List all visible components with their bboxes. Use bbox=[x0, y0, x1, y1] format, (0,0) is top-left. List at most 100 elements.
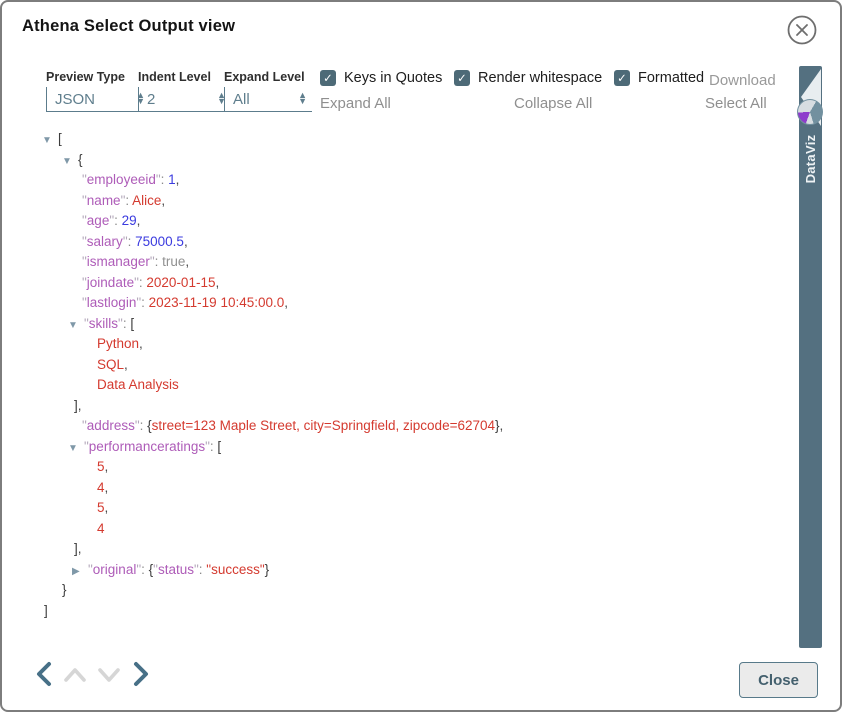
bracket: { bbox=[78, 151, 83, 167]
stepper-icon[interactable]: ▲▼ bbox=[136, 90, 145, 106]
checkbox-checked-icon[interactable]: ✓ bbox=[614, 70, 630, 86]
tree-line: "ismanager": true, bbox=[2, 252, 782, 273]
colon: : bbox=[209, 438, 218, 454]
colon: : bbox=[122, 315, 131, 331]
quote: " bbox=[118, 315, 123, 331]
quote: " bbox=[109, 213, 115, 228]
quote: " bbox=[155, 172, 161, 187]
close-icon[interactable] bbox=[785, 13, 819, 47]
colon: : bbox=[138, 274, 147, 290]
expand-level-select[interactable]: All ▲▼ bbox=[224, 87, 312, 112]
quote: " bbox=[82, 274, 87, 290]
quote: " bbox=[82, 418, 87, 433]
json-string: 5 bbox=[97, 500, 105, 515]
colon: : bbox=[139, 418, 148, 433]
bracket: { bbox=[148, 561, 154, 577]
colon: : bbox=[114, 213, 122, 228]
render-whitespace-option[interactable]: ✓ Render whitespace bbox=[454, 70, 602, 86]
render-whitespace-label: Render whitespace bbox=[478, 70, 603, 86]
tree-line: 5, bbox=[2, 457, 782, 478]
tree-line: ▼"performanceratings": [ bbox=[2, 437, 782, 458]
tree-line: 4, bbox=[2, 478, 782, 499]
bracket: ] bbox=[44, 602, 48, 618]
quote: " bbox=[134, 274, 139, 290]
quote: " bbox=[82, 233, 87, 249]
comma: , bbox=[136, 213, 141, 228]
chevron-left-icon[interactable] bbox=[33, 660, 55, 688]
formatted-option[interactable]: ✓ Formatted bbox=[614, 70, 704, 86]
tree-line: "name": Alice, bbox=[2, 191, 782, 212]
comma: , bbox=[77, 541, 82, 556]
chevron-up-icon[interactable] bbox=[62, 664, 88, 686]
stepper-icon[interactable]: ▲▼ bbox=[217, 90, 226, 106]
indent-level-select[interactable]: 2 ▲▼ bbox=[138, 87, 231, 112]
quote: " bbox=[82, 295, 87, 310]
expand-toggle-icon[interactable]: ▶ bbox=[72, 565, 80, 577]
colon: : bbox=[160, 172, 169, 187]
preview-type-select[interactable]: JSON ▲▼ bbox=[46, 87, 150, 112]
quote: " bbox=[82, 172, 87, 187]
expand-level-select-group: Expand Level All ▲▼ bbox=[224, 70, 312, 112]
tree-line: "address": {street=123 Maple Street, cit… bbox=[2, 416, 782, 437]
json-key: performanceratings bbox=[88, 438, 206, 454]
json-string: 4 bbox=[97, 520, 105, 536]
colon: : bbox=[154, 254, 163, 269]
expand-all-link[interactable]: Expand All bbox=[320, 95, 391, 112]
json-string: "success" bbox=[206, 561, 265, 577]
json-key: age bbox=[86, 213, 110, 228]
tree-line: ▼[ bbox=[2, 129, 782, 150]
checkbox-checked-icon[interactable]: ✓ bbox=[320, 70, 336, 86]
json-tree: ▼[▼{"employeeid": 1,"name": Alice,"age":… bbox=[2, 129, 782, 621]
pie-chart-icon bbox=[797, 99, 823, 125]
tree-line: "lastlogin": 2023-11-19 10:45:00.0, bbox=[2, 293, 782, 314]
tree-line: "age": 29, bbox=[2, 211, 782, 232]
stepper-icon[interactable]: ▲▼ bbox=[298, 90, 307, 106]
quote: " bbox=[120, 192, 126, 208]
json-key: joindate bbox=[86, 274, 135, 290]
dataviz-tab-label: DataViz bbox=[802, 134, 818, 184]
dataviz-tab[interactable]: DataViz bbox=[797, 66, 823, 648]
chevron-down-icon[interactable] bbox=[96, 664, 122, 686]
comma: , bbox=[185, 254, 190, 269]
collapse-toggle-icon[interactable]: ▼ bbox=[62, 155, 72, 167]
json-string: Data Analysis bbox=[97, 377, 179, 392]
json-string: 2023-11-19 10:45:00.0 bbox=[148, 295, 285, 310]
collapse-toggle-icon[interactable]: ▼ bbox=[68, 319, 78, 331]
json-string: 2020-01-15 bbox=[146, 274, 216, 290]
download-link[interactable]: Download bbox=[709, 72, 776, 89]
json-key: salary bbox=[86, 233, 123, 249]
checkbox-checked-icon[interactable]: ✓ bbox=[454, 70, 470, 86]
collapse-toggle-icon[interactable]: ▼ bbox=[68, 442, 78, 454]
quote: " bbox=[136, 561, 142, 577]
indent-level-value: 2 bbox=[147, 90, 156, 108]
collapse-all-link[interactable]: Collapse All bbox=[514, 95, 593, 112]
close-button[interactable]: Close bbox=[739, 662, 818, 698]
colon: : bbox=[127, 233, 136, 249]
colon: : bbox=[125, 192, 133, 208]
quote: " bbox=[84, 438, 89, 454]
quote: " bbox=[205, 438, 210, 454]
keys-in-quotes-option[interactable]: ✓ Keys in Quotes bbox=[320, 70, 442, 86]
json-string: 5 bbox=[97, 459, 105, 474]
json-string: street=123 Maple Street, city=Springfiel… bbox=[151, 418, 495, 433]
dialog-title: Athena Select Output view bbox=[22, 17, 236, 35]
bracket: } bbox=[495, 418, 500, 433]
bracket: } bbox=[264, 561, 270, 577]
comma: , bbox=[104, 479, 109, 495]
comma: , bbox=[104, 500, 109, 515]
collapse-toggle-icon[interactable]: ▼ bbox=[42, 135, 52, 146]
bracket: ] bbox=[74, 541, 78, 556]
chevron-right-icon[interactable] bbox=[130, 660, 152, 688]
json-key: address bbox=[86, 418, 135, 433]
json-string: SQL bbox=[97, 356, 125, 372]
json-key: status bbox=[157, 561, 194, 577]
json-string: Alice bbox=[132, 192, 162, 208]
json-number: 29 bbox=[121, 213, 137, 228]
tree-line: Python, bbox=[2, 334, 782, 355]
tree-line: ], bbox=[2, 539, 782, 560]
json-key: name bbox=[86, 192, 121, 208]
select-all-link[interactable]: Select All bbox=[705, 95, 767, 112]
quote: " bbox=[82, 254, 87, 269]
bracket: [ bbox=[58, 131, 62, 146]
